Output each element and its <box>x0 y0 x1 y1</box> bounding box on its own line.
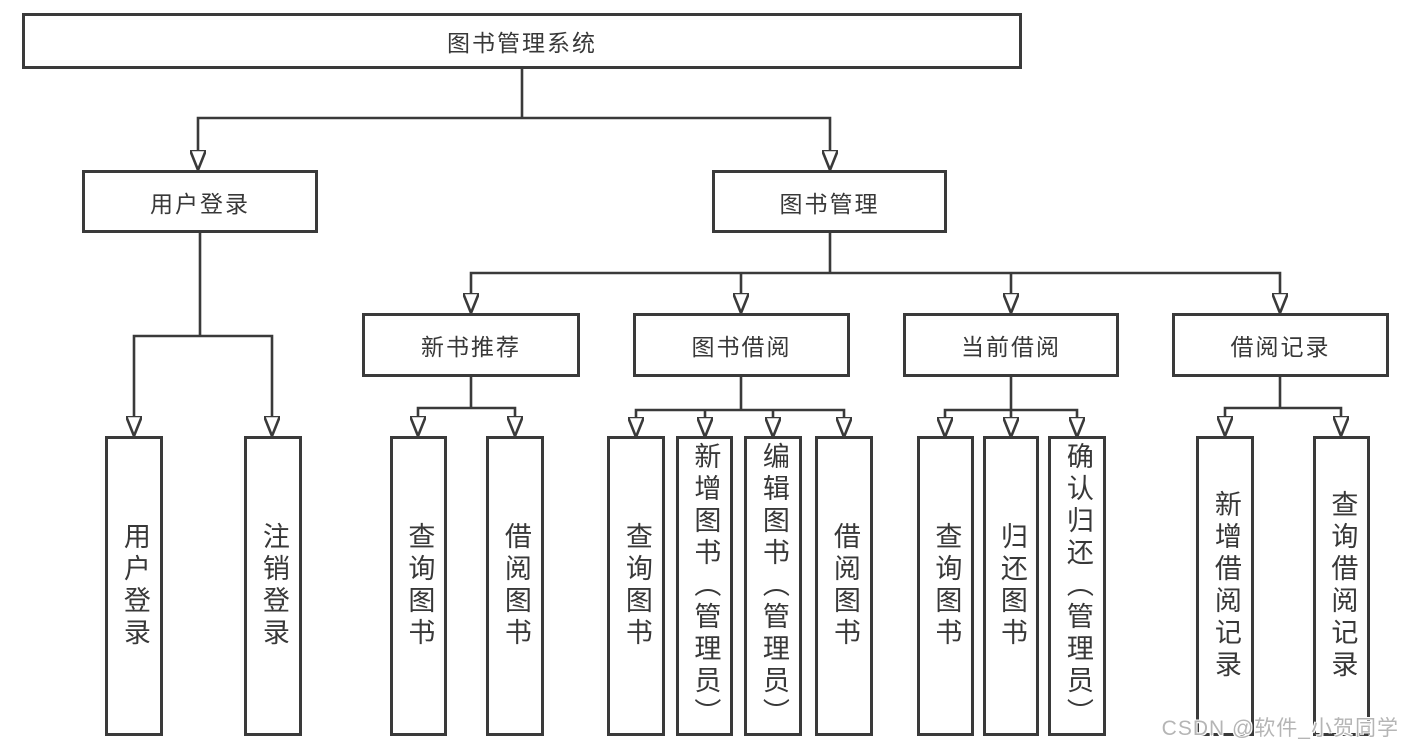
node-borrow-records-label: 借阅记录 <box>1230 334 1331 360</box>
node-leaf-bb-borrow-book: 借阅图书 <box>815 436 873 736</box>
node-book-borrow-label: 图书借阅 <box>691 334 792 360</box>
node-book-mgmt-label: 图书管理 <box>779 190 880 217</box>
node-leaf-logout-label: 注销登录 <box>258 522 289 650</box>
node-current-borrow: 当前借阅 <box>903 313 1119 377</box>
connector-book-mgmt-to-level3 <box>471 232 1280 293</box>
node-leaf-rec-query-book: 查询图书 <box>390 436 447 736</box>
node-borrow-records: 借阅记录 <box>1172 313 1389 377</box>
node-new-book-rec: 新书推荐 <box>362 313 580 377</box>
connector-book-borrow-subtree <box>636 377 844 417</box>
node-leaf-rec-borrow-book-label: 借阅图书 <box>500 522 531 650</box>
node-leaf-bb-add-book: 新增图书（管理员） <box>676 436 733 736</box>
node-leaf-br-add-record-label: 新增借阅记录 <box>1210 490 1241 682</box>
node-book-borrow: 图书借阅 <box>633 313 850 377</box>
node-leaf-br-add-record: 新增借阅记录 <box>1196 436 1254 736</box>
node-leaf-user-login: 用户登录 <box>105 436 163 736</box>
node-user-login-label: 用户登录 <box>150 190 250 217</box>
node-new-book-rec-label: 新书推荐 <box>421 334 521 360</box>
node-leaf-rec-borrow-book: 借阅图书 <box>486 436 544 736</box>
node-user-login: 用户登录 <box>82 170 318 233</box>
node-book-mgmt: 图书管理 <box>712 170 947 233</box>
connector-current-borrow-subtree <box>945 377 1077 417</box>
node-root: 图书管理系统 <box>22 13 1022 69</box>
connector-new-book-rec-subtree <box>418 377 515 416</box>
node-leaf-bb-add-book-label: 新增图书（管理员） <box>690 442 721 730</box>
node-leaf-br-query-record-label: 查询借阅记录 <box>1327 490 1358 682</box>
node-leaf-user-login-label: 用户登录 <box>119 522 150 650</box>
node-leaf-bb-query-book-label: 查询图书 <box>621 522 652 650</box>
csdn-watermark: CSDN @软件_小贺同学 <box>1161 717 1399 740</box>
node-leaf-rec-query-book-label: 查询图书 <box>404 522 435 650</box>
node-leaf-cb-return-book-label: 归还图书 <box>996 522 1027 650</box>
node-root-label: 图书管理系统 <box>447 30 597 56</box>
node-leaf-bb-query-book: 查询图书 <box>607 436 665 736</box>
connector-borrow-records-subtree <box>1225 377 1341 416</box>
node-leaf-logout: 注销登录 <box>244 436 302 736</box>
node-leaf-cb-query-book-label: 查询图书 <box>931 522 962 650</box>
node-leaf-cb-confirm-return-label: 确认归还（管理员） <box>1062 442 1093 730</box>
node-leaf-bb-edit-book: 编辑图书（管理员） <box>744 436 802 736</box>
node-leaf-br-query-record: 查询借阅记录 <box>1313 436 1370 736</box>
node-current-borrow-label: 当前借阅 <box>961 334 1061 360</box>
connector-user-login-subtree <box>134 232 272 416</box>
node-leaf-cb-return-book: 归还图书 <box>983 436 1039 736</box>
node-leaf-cb-query-book: 查询图书 <box>917 436 974 736</box>
node-leaf-bb-edit-book-label: 编辑图书（管理员） <box>758 442 789 730</box>
node-leaf-cb-confirm-return: 确认归还（管理员） <box>1048 436 1106 736</box>
node-leaf-bb-borrow-book-label: 借阅图书 <box>829 522 860 650</box>
connector-root-to-level2 <box>198 69 830 150</box>
